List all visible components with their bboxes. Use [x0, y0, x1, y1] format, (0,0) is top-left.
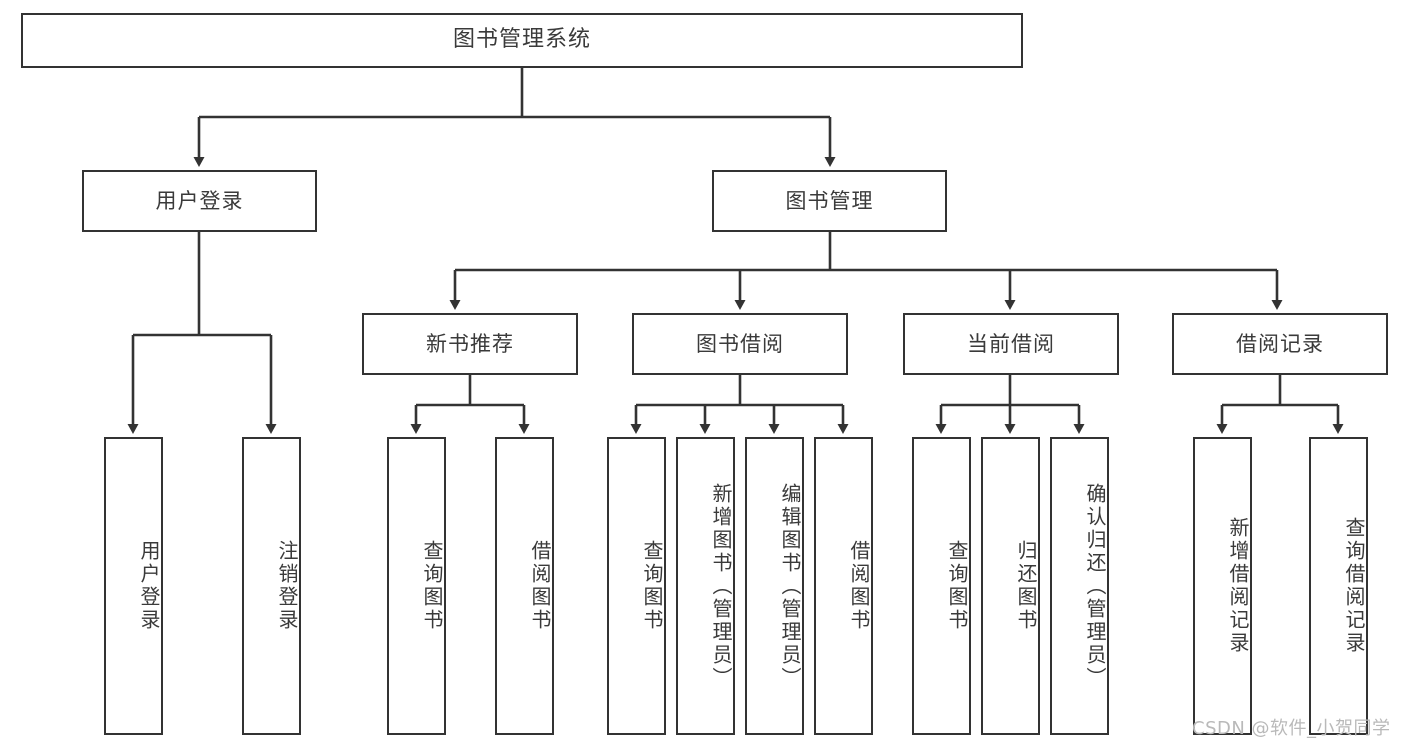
node-label: 查询图书	[640, 540, 664, 632]
node-label: 用户登录	[137, 540, 161, 632]
node-label: 用户登录	[155, 188, 244, 213]
node-label: 查询图书	[420, 540, 444, 632]
watermark-text: CSDN @软件_小贺同学	[1192, 718, 1391, 739]
leaf-query-book-borrow[interactable]: 查询图书	[607, 437, 666, 735]
node-label: 当前借阅	[967, 331, 1055, 356]
leaf-user-login[interactable]: 用户登录	[104, 437, 163, 735]
node-label: 新增借阅记录	[1226, 517, 1250, 655]
node-label: 确认归还（管理员）	[1083, 482, 1107, 690]
leaf-add-borrow-record[interactable]: 新增借阅记录	[1193, 437, 1252, 735]
node-root-system[interactable]: 图书管理系统	[21, 13, 1023, 68]
node-book-borrow[interactable]: 图书借阅	[632, 313, 848, 375]
leaf-return-book[interactable]: 归还图书	[981, 437, 1040, 735]
leaf-query-book-recommend[interactable]: 查询图书	[387, 437, 446, 735]
node-new-book-recommend[interactable]: 新书推荐	[362, 313, 578, 375]
node-label: 查询图书	[945, 540, 969, 632]
node-book-management[interactable]: 图书管理	[712, 170, 947, 232]
leaf-confirm-return-admin[interactable]: 确认归还（管理员）	[1050, 437, 1109, 735]
node-label: 新书推荐	[426, 331, 514, 356]
node-label: 编辑图书（管理员）	[778, 482, 802, 690]
node-current-borrow[interactable]: 当前借阅	[903, 313, 1119, 375]
node-label: 查询借阅记录	[1342, 517, 1366, 655]
leaf-add-book-admin[interactable]: 新增图书（管理员）	[676, 437, 735, 735]
leaf-logout[interactable]: 注销登录	[242, 437, 301, 735]
leaf-borrow-book[interactable]: 借阅图书	[814, 437, 873, 735]
node-label: 借阅记录	[1236, 331, 1324, 356]
node-label: 新增图书（管理员）	[709, 482, 733, 690]
node-user-login[interactable]: 用户登录	[82, 170, 317, 232]
leaf-query-borrow-record[interactable]: 查询借阅记录	[1309, 437, 1368, 735]
node-borrow-record[interactable]: 借阅记录	[1172, 313, 1388, 375]
node-label: 注销登录	[275, 540, 299, 632]
node-label: 图书管理系统	[452, 27, 591, 53]
leaf-edit-book-admin[interactable]: 编辑图书（管理员）	[745, 437, 804, 735]
node-label: 图书管理	[785, 188, 874, 213]
node-label: 图书借阅	[696, 331, 784, 356]
leaf-borrow-book-recommend[interactable]: 借阅图书	[495, 437, 554, 735]
node-label: 借阅图书	[847, 540, 871, 632]
leaf-query-book-current[interactable]: 查询图书	[912, 437, 971, 735]
node-label: 归还图书	[1014, 540, 1038, 632]
node-label: 借阅图书	[528, 540, 552, 632]
